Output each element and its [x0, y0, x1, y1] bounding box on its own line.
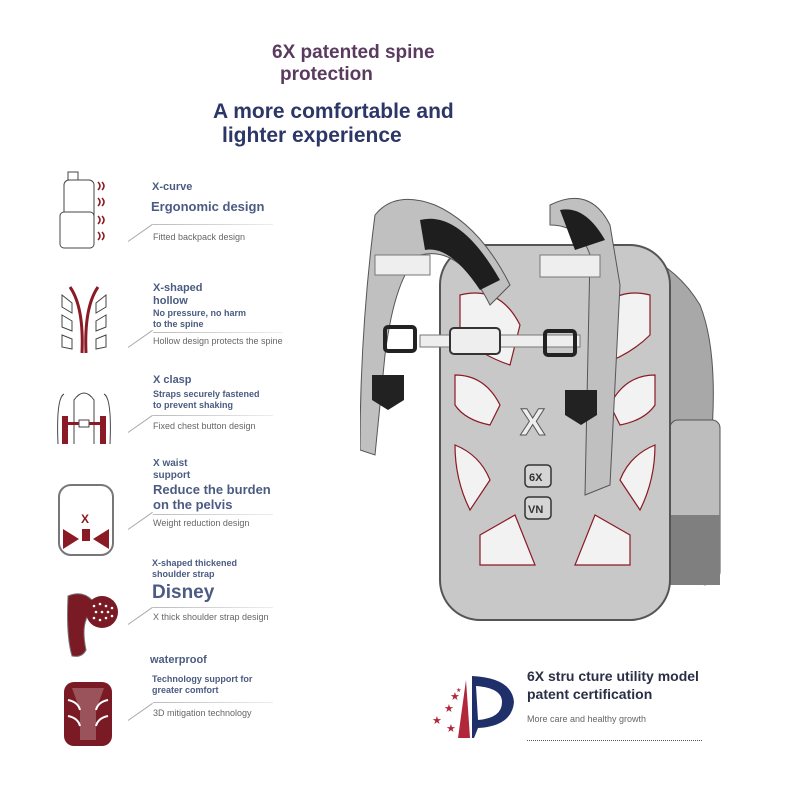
title-line1: 6X patented spine [272, 42, 435, 63]
pointer-line [127, 511, 153, 530]
feature-1-headline: Ergonomic design [151, 199, 265, 214]
feature-4-headline-2: on the pelvis [153, 497, 233, 512]
pointer-line [127, 606, 153, 625]
pointer-line [127, 702, 153, 721]
feature-6-label: waterproof [150, 654, 207, 666]
badge-6x: 6X [529, 472, 543, 484]
divider [153, 415, 273, 416]
pointer-line [127, 414, 153, 433]
svg-text:X: X [520, 402, 546, 444]
title-line2: protection [280, 64, 373, 85]
feature-4-caption: Weight reduction design [153, 518, 250, 528]
patent-caption: More care and healthy growth [527, 714, 647, 724]
subtitle-line2: lighter experience [222, 124, 402, 147]
feature-1-label: X-curve [152, 181, 193, 193]
feature-5-label-1: X-shaped thickened [152, 558, 238, 568]
divider [153, 607, 273, 608]
waist-support-icon: X [58, 484, 114, 556]
feature-6-headline-1: Technology support for [152, 674, 253, 684]
feature-3-headline-2: to prevent shaking [153, 400, 234, 410]
feature-6-caption: 3D mitigation technology [153, 708, 252, 718]
feature-2-label-1: X-shaped [153, 282, 203, 294]
patent-title-1: 6X stru cture utility model [527, 668, 699, 684]
feature-4-label-2: support [153, 470, 191, 481]
svg-text:X: X [81, 512, 89, 526]
feature-2-caption: Hollow design protects the spine [153, 336, 283, 346]
backpack-illustration: X 6X VN [360, 197, 721, 621]
svg-text:★: ★ [444, 702, 454, 715]
divider [153, 224, 273, 225]
subtitle-line1: A more comfortable and [213, 100, 454, 123]
patent-logo-icon: ★★★★★ [432, 676, 514, 738]
feature-4-label-1: X waist [153, 458, 188, 469]
shoulder-strap-icon [67, 593, 118, 657]
feature-6-headline-2: greater comfort [152, 685, 219, 695]
svg-text:★: ★ [456, 687, 461, 694]
pointer-line [127, 329, 153, 348]
dotted-divider [527, 740, 702, 741]
svg-text:★: ★ [446, 722, 456, 735]
backpack-side-icon [59, 171, 105, 249]
x-hollow-icon [61, 286, 107, 354]
feature-2-headline-1: No pressure, no harm [153, 308, 247, 318]
feature-2-headline-2: to the spine [153, 319, 204, 329]
feature-3-label: X clasp [153, 374, 192, 386]
feature-5-label-2: shoulder strap [152, 569, 215, 579]
feature-1-caption: Fitted backpack design [153, 232, 246, 242]
divider [153, 514, 273, 515]
divider [153, 332, 283, 333]
feature-5-headline: Disney [152, 582, 215, 603]
pointer-line [127, 223, 153, 242]
feature-4-headline-1: Reduce the burden [153, 482, 271, 497]
patent-title-2: patent certification [527, 686, 653, 702]
feature-5-caption: X thick shoulder strap design [153, 612, 269, 622]
svg-text:★: ★ [450, 690, 460, 703]
divider [153, 702, 273, 703]
back-panel-icon [64, 682, 112, 746]
feature-3-caption: Fixed chest button design [153, 421, 256, 431]
chest-clasp-icon [57, 392, 111, 445]
badge-vn: VN [528, 504, 543, 516]
feature-2-label-2: hollow [153, 295, 188, 307]
feature-3-headline-1: Straps securely fastened [153, 389, 260, 399]
svg-text:★: ★ [432, 714, 442, 727]
